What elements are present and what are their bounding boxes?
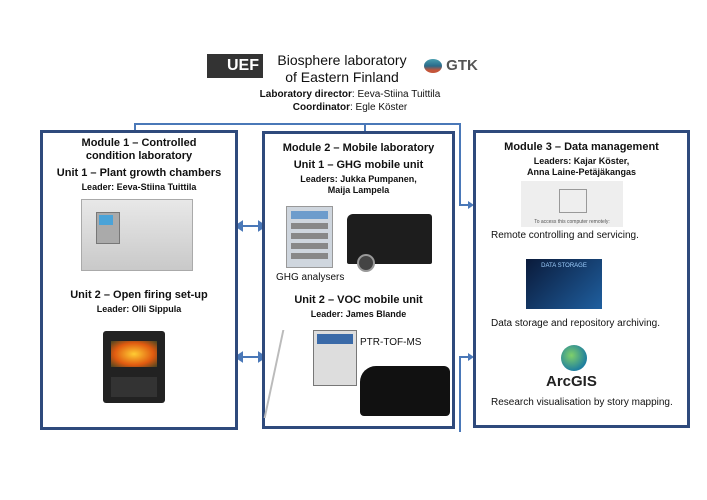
module1-title: Module 1 – Controlled condition laborato…: [81, 137, 197, 162]
coordinator-name: Egle Köster: [355, 102, 408, 113]
director-label: Laboratory director: [259, 89, 352, 100]
bidirectional-arrow-top: [234, 220, 267, 232]
unit1-leaders-line2: Maija Lampela: [327, 185, 390, 195]
uef-logo-text: UEF: [227, 57, 259, 74]
remote-caption: To access this computer remotely:: [534, 219, 610, 225]
title-line1: Biosphere laboratory: [277, 52, 407, 68]
arcgis-text: Research visualisation by story mapping.: [491, 397, 673, 408]
arcgis-logo: ArcGIS: [546, 373, 597, 390]
gtk-wave-icon: [424, 59, 442, 74]
gtk-logo-text: GTK: [446, 57, 478, 74]
module2-title: Module 2 – Mobile laboratory: [282, 142, 435, 154]
unit1-leader: Leader: Eeva-Stiina Tuittila: [81, 182, 197, 192]
remote-access-image: To access this computer remotely:: [521, 181, 623, 227]
module2-box: Module 2 – Mobile laboratory Unit 1 – GH…: [262, 131, 455, 429]
module3-title: Module 3 – Data management: [504, 141, 659, 153]
ptr-label: PTR-TOF-MS: [360, 337, 422, 348]
unit1-leaders-line1: Leaders: Jukka Pumpanen,: [300, 174, 417, 184]
ptr-tof-ms-image: [313, 330, 357, 386]
storage-text: Data storage and repository archiving.: [491, 318, 660, 329]
leaders-line1: Leaders: Kajar Köster,: [533, 156, 630, 166]
unit2-leader: Leader: Olli Sippula: [96, 304, 182, 314]
computer-icon: [559, 189, 587, 213]
unit2-title: Unit 2 – Open firing set-up: [70, 289, 208, 301]
title-line2: of Eastern Finland: [285, 69, 399, 85]
van-image: [360, 366, 450, 416]
gtk-logo: GTK: [424, 57, 478, 74]
unit2-title: Unit 2 – VOC mobile unit: [294, 294, 423, 306]
ghg-label: GHG analysers: [276, 272, 345, 283]
bidirectional-arrow-bottom: [234, 351, 267, 363]
uef-logo: UEF: [207, 54, 263, 78]
storage-image-text: DATA STORAGE: [541, 263, 587, 269]
unit1-title: Unit 1 – Plant growth chambers: [56, 167, 222, 179]
wood-stove-image: [103, 331, 165, 403]
trailer-image: [347, 214, 432, 272]
arcgis-globe-icon: [561, 345, 587, 371]
leaders-line2: Anna Laine-Petäjäkangas: [526, 167, 637, 177]
unit2-leader: Leader: James Blande: [310, 309, 407, 319]
director-name: Eeva-Stiina Tuittila: [357, 89, 441, 100]
module1-box: Module 1 – Controlled condition laborato…: [40, 130, 238, 430]
ghg-analysers-image: [286, 206, 333, 268]
module3-box: Module 3 – Data management Leaders: Kaja…: [473, 130, 690, 428]
coordinator-label: Coordinator: [292, 102, 350, 113]
unit1-title: Unit 1 – GHG mobile unit: [293, 159, 424, 171]
remote-text: Remote controlling and servicing.: [491, 230, 639, 241]
growth-chamber-image: [81, 199, 193, 271]
data-storage-image: DATA STORAGE: [526, 259, 602, 309]
